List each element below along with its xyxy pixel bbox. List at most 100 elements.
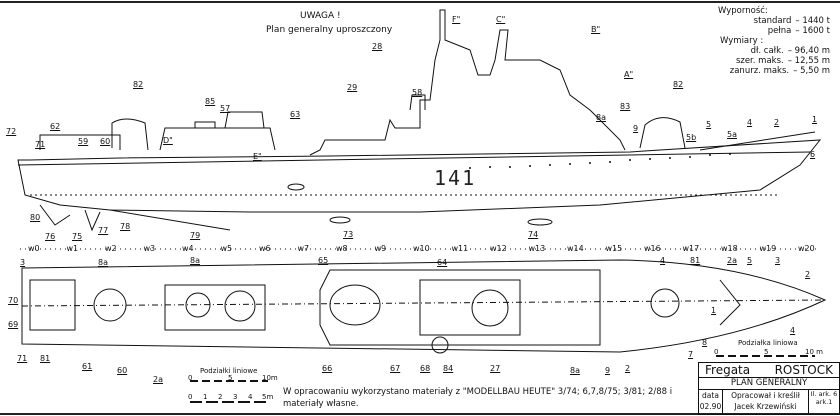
plan-callout-label: 27 <box>490 364 501 373</box>
standard-value: – 1440 t <box>795 16 830 26</box>
plan-callout-label: 2 <box>625 364 631 373</box>
plan-callout-label: 68 <box>420 364 431 373</box>
station-label: w17 <box>682 244 700 253</box>
side-callout-label: B" <box>591 25 601 34</box>
plan-callout-label: 7 <box>688 350 694 359</box>
beam-value: – 12,55 m <box>787 56 830 66</box>
scale-tick: 0 <box>188 393 193 401</box>
portholes <box>469 153 731 169</box>
sonar-dome <box>329 216 351 224</box>
director-house <box>224 111 265 129</box>
main-superstructure <box>309 9 626 156</box>
director-plan <box>185 292 211 318</box>
side-callout-label: 8a <box>596 113 606 122</box>
station-label: w0 <box>28 244 40 253</box>
side-callout-label: 79 <box>190 231 201 240</box>
scale-tick: 10m <box>262 374 278 382</box>
side-callout-label: 1 <box>812 115 818 124</box>
plan-callout-label: 69 <box>8 320 19 329</box>
side-callout-label: 29 <box>347 83 358 92</box>
station-label: w1 <box>66 244 79 253</box>
plan-callout-label: 9 <box>605 366 611 375</box>
launcher <box>194 121 216 129</box>
station-label: w19 <box>759 244 777 253</box>
side-profile <box>17 9 822 232</box>
plan-callout-label: 3 <box>20 258 26 267</box>
plan-callout-label: 66 <box>322 364 333 373</box>
plan-callout-label: 4 <box>660 256 666 265</box>
funnel-plan <box>329 284 381 326</box>
side-callout-label: D" <box>163 136 173 145</box>
station-label: w2 <box>105 244 117 253</box>
side-callout-label: 77 <box>98 226 109 235</box>
radar-mount <box>409 94 426 111</box>
scale-tick: 4 <box>248 393 253 401</box>
bottom-scale-title: Podziałki liniowe <box>200 367 258 375</box>
plan-callout-label: 3 <box>775 256 781 265</box>
plan-callout-label: 1 <box>711 306 717 315</box>
length-value: – 96,40 m <box>787 46 830 56</box>
small-scale-title: Podziałka liniowa <box>738 339 798 347</box>
sources-note: W opracowaniu wykorzystano materiały z "… <box>283 387 673 409</box>
side-callout-label: 6 <box>810 150 816 159</box>
side-callout-label: 83 <box>620 102 631 111</box>
plan-callout-label: 8a <box>98 258 108 267</box>
full-label: pełna <box>767 26 792 36</box>
hawse-side <box>287 183 305 191</box>
side-callout-label: 4 <box>747 118 753 127</box>
small-scale-tick: 5 <box>764 348 769 356</box>
plan-callout-label: 8a <box>190 256 200 265</box>
station-label: w13 <box>528 244 546 253</box>
date-value: 02.90 <box>699 402 722 411</box>
side-callout-label: 28 <box>372 42 383 51</box>
station-label: w11 <box>451 244 469 253</box>
side-callout-label: 2 <box>774 118 780 127</box>
bow-rail <box>699 131 816 151</box>
plan-callout-label: 64 <box>437 258 448 267</box>
aft-turret <box>111 118 149 151</box>
side-callout-label: 75 <box>72 232 83 241</box>
side-callout-label: F" <box>452 15 461 24</box>
propeller <box>39 204 71 226</box>
side-callout-label: 58 <box>412 88 423 97</box>
plan-callout-label: 2a <box>153 375 163 384</box>
side-callout-label: 74 <box>528 230 539 239</box>
plan-callout-label: 70 <box>8 296 19 305</box>
plan-callout-label: 61 <box>82 362 93 371</box>
side-callout-label: 59 <box>78 137 89 146</box>
plan-callout-label: 8 <box>702 338 708 347</box>
hull-side <box>17 139 822 213</box>
standard-label: standard <box>753 16 792 26</box>
hull-number: 141 <box>434 166 477 190</box>
author-name: Jacek Krzewiński <box>734 402 797 411</box>
draft-label: zanurz. maks. <box>729 66 790 76</box>
displacement-title: Wyporność: <box>718 6 768 16</box>
scale-tick: 5 <box>228 374 233 382</box>
anchor-gear <box>719 279 741 326</box>
beam-label: szer. maks. <box>735 56 784 66</box>
station-label: w8 <box>336 244 348 253</box>
side-callout-label: 78 <box>120 222 131 231</box>
side-callout-label: 82 <box>673 80 684 89</box>
side-callout-label: 5b <box>686 133 697 142</box>
plan-callout-label: 81 <box>40 354 51 363</box>
bridge-plan <box>419 279 521 336</box>
station-label: w7 <box>297 244 310 253</box>
side-callout-label: 73 <box>343 230 354 239</box>
scale-tick: 5m <box>262 393 274 401</box>
gun-mount-plan <box>431 336 449 354</box>
plan-callout-label: 8a <box>570 366 580 375</box>
side-callout-label: A" <box>624 70 634 79</box>
small-scale-tick: 10 m <box>805 348 823 356</box>
small-scale-tick: 0 <box>714 348 719 356</box>
station-label: w12 <box>490 244 507 253</box>
side-callout-label: 82 <box>133 80 144 89</box>
station-label: w4 <box>182 244 194 253</box>
aft-superstructure <box>159 127 276 151</box>
plan-callout-label: 71 <box>17 354 28 363</box>
centerline <box>21 299 826 307</box>
side-callout-label: 5 <box>706 120 712 129</box>
side-callout-label: 80 <box>30 213 41 222</box>
scale-bars <box>190 355 815 403</box>
